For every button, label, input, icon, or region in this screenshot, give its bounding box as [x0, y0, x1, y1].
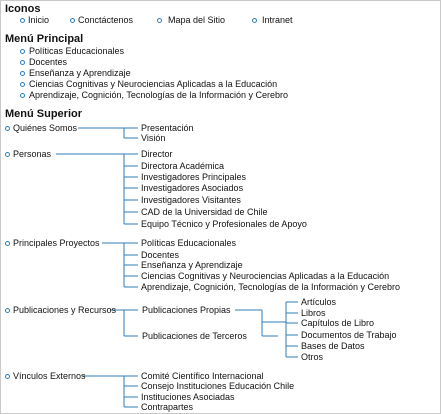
menu-superior-heading: Menú Superior [5, 108, 83, 120]
icon-link-mapa-sitio[interactable]: Mapa del Sitio [168, 15, 226, 25]
child-publicaciones-propias[interactable]: Publicaciones Propias [142, 305, 231, 315]
menu-principal-heading: Menú Principal [5, 33, 84, 45]
subchild-otros[interactable]: Otros [301, 352, 324, 362]
icon-link-inicio[interactable]: Inicio [28, 15, 50, 25]
subchild-capitulos-libro[interactable]: Capítulos de Libro [301, 318, 375, 328]
bullet-icon [5, 126, 10, 131]
group-quienes-somos[interactable]: Quiénes Somos [13, 123, 78, 133]
bullet-icon [20, 93, 25, 98]
bullet-icon [5, 374, 10, 379]
iconos-heading: Iconos [5, 3, 41, 15]
child-equipo-tecnico[interactable]: Equipo Técnico y Profesionales de Apoyo [141, 219, 307, 229]
bullet-icon [5, 152, 10, 157]
bullet-icon [5, 308, 10, 313]
subchild-documentos-trabajo[interactable]: Documentos de Trabajo [301, 330, 397, 340]
child-ensenanza-aprendizaje[interactable]: Enseñanza y Aprendizaje [141, 260, 243, 270]
group-publicaciones-recursos[interactable]: Publicaciones y Recursos [13, 305, 117, 315]
child-ciencias-cognitivas[interactable]: Ciencias Cognitivas y Neurociencias Apli… [141, 271, 390, 281]
group-principales-proyectos[interactable]: Principales Proyectos [13, 238, 100, 248]
bullet-icon [70, 18, 75, 23]
child-director[interactable]: Director [141, 149, 173, 159]
child-comite-cientifico[interactable]: Comité Científico Internacional [141, 371, 264, 381]
group-vinculos-externos[interactable]: Vínculos Externos [13, 371, 86, 381]
bullet-icon [20, 18, 25, 23]
group-personas[interactable]: Personas [13, 149, 52, 159]
subchild-libros[interactable]: Libros [301, 308, 326, 318]
child-presentacion[interactable]: Presentación [141, 123, 194, 133]
bullet-icon [5, 241, 10, 246]
subchild-articulos[interactable]: Artículos [301, 297, 337, 307]
child-contrapartes[interactable]: Contrapartes [141, 402, 194, 412]
icon-link-contacto[interactable]: Conctáctenos [78, 15, 134, 25]
child-cad-universidad[interactable]: CAD de la Universidad de Chile [141, 207, 268, 217]
menu-principal-item[interactable]: Políticas Educacionales [29, 46, 125, 56]
bullet-icon [252, 18, 257, 23]
child-consejo-instituciones[interactable]: Consejo Instituciones Educación Chile [141, 381, 295, 391]
menu-principal-item[interactable]: Enseñanza y Aprendizaje [29, 68, 131, 78]
child-instituciones-asociadas[interactable]: Instituciones Asociadas [141, 392, 235, 402]
bullet-icon [20, 82, 25, 87]
bullet-icon [20, 60, 25, 65]
bullet-icon [157, 18, 162, 23]
child-publicaciones-terceros[interactable]: Publicaciones de Terceros [142, 331, 247, 341]
icon-link-intranet[interactable]: Intranet [262, 15, 293, 25]
menu-principal-item[interactable]: Docentes [29, 57, 68, 67]
child-aprendizaje-cognicion[interactable]: Aprendizaje, Cognición, Tecnologías de l… [141, 282, 400, 292]
child-vision[interactable]: Visión [141, 133, 166, 143]
child-investigadores-visitantes[interactable]: Investigadores Visitantes [141, 195, 241, 205]
bullet-icon [20, 71, 25, 76]
child-investigadores-principales[interactable]: Investigadores Principales [141, 172, 247, 182]
menu-principal-item[interactable]: Ciencias Cognitivas y Neurociencias Apli… [29, 79, 278, 89]
child-directora-academica[interactable]: Directora Académica [141, 161, 225, 171]
child-docentes[interactable]: Docentes [141, 250, 180, 260]
menu-principal-item[interactable]: Aprendizaje, Cognición, Tecnologías de l… [29, 90, 288, 100]
subchild-bases-datos[interactable]: Bases de Datos [301, 341, 365, 351]
bullet-icon [20, 49, 25, 54]
child-politicas-educacionales[interactable]: Políticas Educacionales [141, 238, 237, 248]
child-investigadores-asociados[interactable]: Investigadores Asociados [141, 183, 244, 193]
